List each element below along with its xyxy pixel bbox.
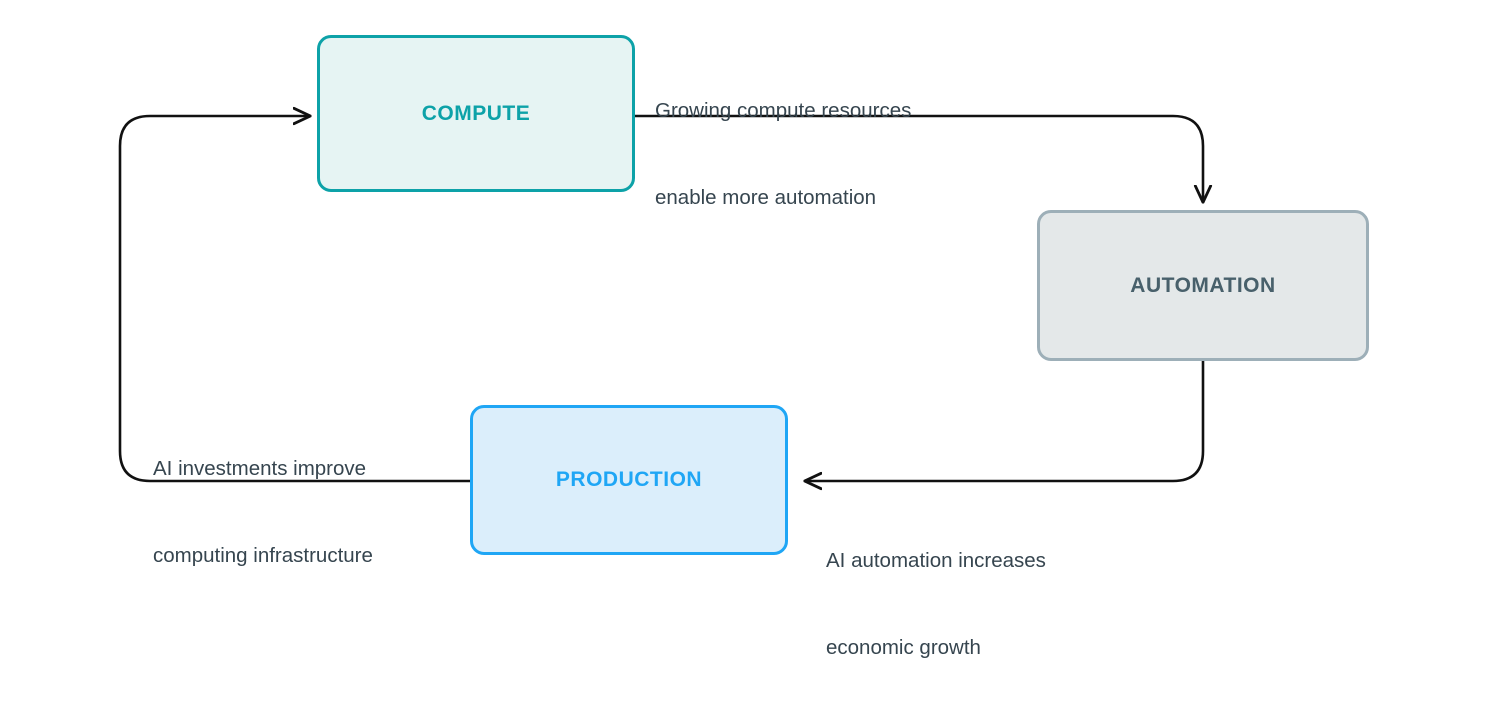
edge-label-compute-to-automation: Growing compute resources enable more au… — [655, 38, 911, 270]
edge-label-automation-to-production: AI automation increases economic growth — [826, 488, 1046, 720]
node-automation[interactable]: AUTOMATION — [1037, 210, 1369, 361]
edge-label-line-2: computing infrastructure — [153, 544, 373, 567]
edge-label-production-to-compute: AI investments improve computing infrast… — [153, 396, 373, 628]
node-production-label: PRODUCTION — [555, 468, 703, 491]
node-production[interactable]: PRODUCTION — [470, 405, 788, 555]
diagram-canvas: COMPUTE AUTOMATION PRODUCTION Growing co… — [118, 0, 1488, 659]
edge-label-line-1: Growing compute resources — [655, 99, 912, 122]
node-automation-label: AUTOMATION — [1130, 273, 1276, 297]
edge-compute-to-automation — [635, 114, 1203, 202]
node-compute-label: COMPUTE — [421, 101, 531, 125]
edge-label-line-2: enable more automation — [655, 186, 877, 209]
edge-automation-to-production — [805, 361, 1205, 481]
edge-production-to-compute — [118, 116, 470, 483]
edge-label-line-1: AI automation increases — [826, 549, 1046, 572]
edge-label-line-1: AI investments improve — [153, 457, 367, 480]
node-compute[interactable]: COMPUTE — [317, 35, 635, 192]
connector-layer — [118, 0, 1488, 596]
edge-label-line-2: economic growth — [826, 636, 981, 659]
